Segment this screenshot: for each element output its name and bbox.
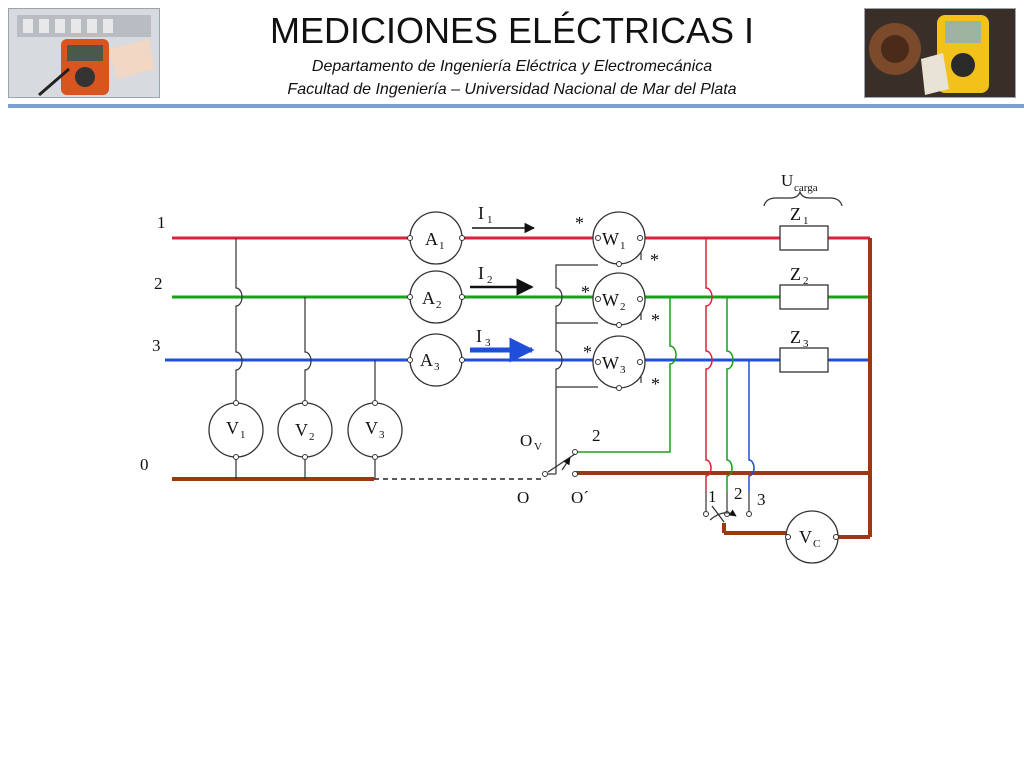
i3-letter: I (476, 326, 482, 346)
neutral-line (172, 238, 872, 539)
wattmeter-w2: W 2 (592, 272, 646, 328)
v1-letter: V (226, 418, 239, 438)
wattmeter-w1: W 1 (592, 211, 646, 267)
neutral-selector-switch: O V 2 O O´ (517, 426, 601, 507)
i3-subscript: 3 (485, 337, 491, 349)
selector-pos-3: 3 (757, 490, 766, 509)
ammeter-a3: A 3 (407, 333, 465, 387)
multimeter-photo-left (8, 8, 160, 98)
voltmeter-wiring (235, 238, 376, 479)
z3-subscript: 3 (803, 338, 809, 350)
page-title: MEDICIONES ELÉCTRICAS I (269, 10, 755, 51)
load-z3: Z 3 (779, 327, 829, 373)
voltmeter-v2: V 2 (277, 400, 333, 460)
w1-letter: W (602, 229, 619, 249)
line-1-label: 1 (157, 213, 166, 232)
a3-letter: A (420, 350, 433, 370)
header-rule (8, 104, 1024, 108)
switch-o-label: O (517, 488, 529, 507)
z1-subscript: 1 (803, 215, 809, 227)
wattmeter-w3: W 3 (592, 335, 646, 391)
a2-letter: A (422, 288, 435, 308)
star-w2-current: * (581, 282, 590, 302)
z1-letter: Z (790, 204, 801, 224)
i1-letter: I (478, 203, 484, 223)
current-i1: I 1 (472, 203, 536, 234)
switch-oprime-label: O´ (571, 488, 589, 507)
multimeter-photo-right (864, 8, 1016, 98)
ammeter-a2: A 2 (407, 270, 465, 324)
w2-subscript: 2 (620, 301, 626, 313)
a2-subscript: 2 (436, 299, 442, 311)
voltmeter-v3: V 3 (347, 400, 403, 460)
ammeter-a1: A 1 (407, 211, 465, 265)
selector-pos-2: 2 (734, 484, 743, 503)
load-z1: Z 1 (779, 204, 829, 251)
a1-letter: A (425, 229, 438, 249)
faculty-subtitle: Facultad de Ingeniería – Universidad Nac… (287, 81, 737, 98)
star-w3-voltage: * (651, 374, 660, 394)
department-subtitle: Departamento de Ingeniería Eléctrica y E… (311, 58, 713, 75)
ucarga-subscript: carga (794, 182, 818, 194)
ucarga-letter: U (781, 171, 793, 190)
w3-subscript: 3 (620, 364, 626, 376)
w2-letter: W (602, 290, 619, 310)
i2-letter: I (478, 263, 484, 283)
star-w3-current: * (583, 342, 592, 362)
v1-subscript: 1 (240, 429, 246, 441)
multimeter-image-right (865, 9, 1015, 97)
v2-letter: V (295, 420, 308, 440)
ov-letter: O (520, 431, 532, 450)
star-w2-voltage: * (651, 310, 660, 330)
a3-subscript: 3 (434, 361, 440, 373)
i2-subscript: 2 (487, 274, 493, 286)
voltmeter-v1: V 1 (208, 400, 264, 460)
polarity-marks: * * * * * * (575, 213, 660, 394)
w3-letter: W (602, 353, 619, 373)
ov-subscript: V (534, 441, 542, 453)
load-z2: Z 2 (779, 264, 829, 310)
voltmeter-vc: V C (785, 510, 839, 564)
neutral-label: 0 (140, 455, 149, 474)
a1-subscript: 1 (439, 240, 445, 252)
z2-letter: Z (790, 264, 801, 284)
vc-letter: V (799, 527, 812, 547)
v3-subscript: 3 (379, 429, 385, 441)
load-voltmeter-selector: 1 2 3 (703, 484, 766, 523)
switch-position-2: 2 (592, 426, 601, 445)
current-i2: I 2 (470, 263, 534, 296)
i1-subscript: 1 (487, 214, 493, 226)
v3-letter: V (365, 418, 378, 438)
selector-pos-1: 1 (708, 487, 717, 506)
z2-subscript: 2 (803, 275, 809, 287)
w1-subscript: 1 (620, 240, 626, 252)
z3-letter: Z (790, 327, 801, 347)
star-w1-current: * (575, 213, 584, 233)
load-selector-wiring (575, 238, 755, 492)
slide-header: MEDICIONES ELÉCTRICAS I Departamento de … (0, 0, 1024, 110)
v2-subscript: 2 (309, 431, 315, 443)
line-3-label: 3 (152, 336, 161, 355)
load-voltage-label: U carga (763, 171, 843, 207)
multimeter-image-left (9, 9, 159, 97)
vc-subscript: C (813, 538, 820, 550)
current-i3: I 3 (470, 326, 535, 363)
star-w1-voltage: * (650, 250, 659, 270)
line-2-label: 2 (154, 274, 163, 293)
